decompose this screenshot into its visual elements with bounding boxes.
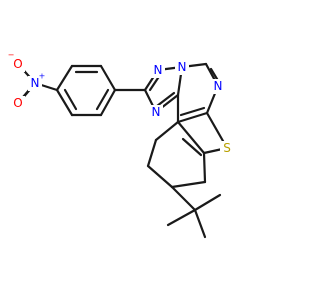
bond	[95, 88, 110, 111]
bond	[181, 137, 203, 157]
bond	[170, 180, 207, 189]
oxygen-atom-label: O	[13, 57, 22, 71]
bond	[179, 106, 206, 117]
nitrogen-atom-label: N	[178, 60, 187, 74]
bond	[146, 164, 174, 189]
positive-charge-label: +	[39, 72, 46, 81]
bond	[154, 120, 180, 142]
bond	[99, 88, 117, 117]
bond	[202, 151, 207, 184]
nitrogen-atom-label: N	[154, 63, 163, 77]
negative-charge-label: −	[8, 51, 15, 60]
bond	[55, 64, 74, 92]
bond	[170, 185, 197, 212]
bond	[176, 111, 209, 124]
nitrogen-atom-label: N	[214, 79, 223, 93]
bond-layer	[16, 62, 229, 239]
bond	[146, 138, 158, 168]
bond	[155, 91, 176, 108]
sulfur-atom-label: S	[223, 141, 231, 155]
molecule-structure: O − N + O N N N N S	[7, 50, 234, 239]
bond	[193, 193, 222, 212]
nitrogen-atom-label: N	[152, 105, 161, 119]
bond	[176, 120, 206, 155]
bond	[166, 208, 197, 227]
oxygen-atom-label: O	[13, 96, 22, 110]
bond	[55, 88, 74, 117]
atom-label-layer: O − N + O N N N N S	[8, 51, 234, 156]
bond	[99, 64, 117, 92]
bond	[193, 208, 207, 239]
bond	[63, 88, 78, 111]
nitrogen-atom-label: N	[31, 76, 40, 90]
